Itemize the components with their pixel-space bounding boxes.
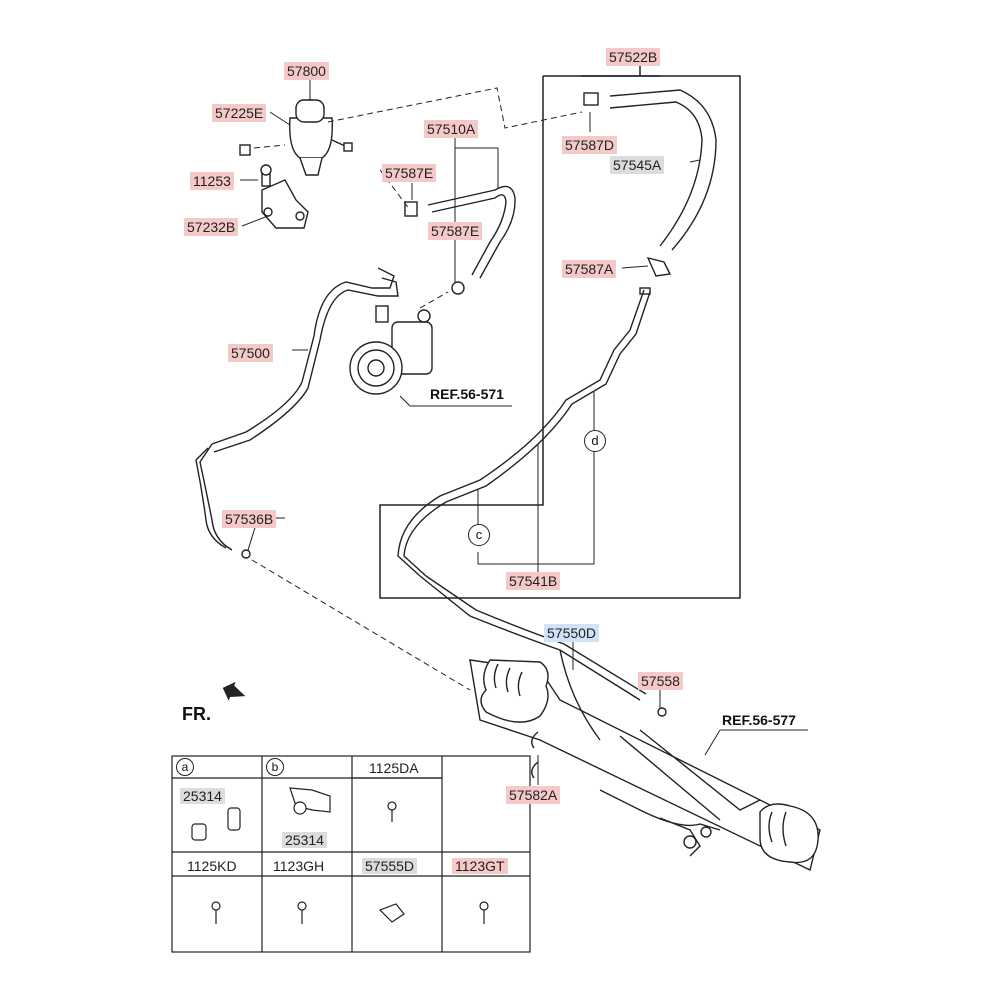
table-label-1125da[interactable]: 1125DA: [369, 760, 419, 776]
leader-lines: [240, 80, 808, 785]
callout-d: d: [584, 430, 606, 452]
callout-c: c: [468, 524, 490, 546]
part-label-57510a[interactable]: 57510A: [424, 120, 479, 138]
reservoir-assembly: [239, 99, 353, 229]
power-steering-pump: [349, 305, 433, 395]
table-part-icons: [191, 787, 489, 924]
table-label-57555d[interactable]: 57555D: [362, 858, 418, 874]
table-part-25314-b[interactable]: 25314: [282, 832, 327, 848]
part-label-57587a[interactable]: 57587A: [562, 260, 617, 278]
bolt-icon-1125da: [387, 801, 397, 811]
table-circle-a: a: [176, 758, 194, 776]
front-direction-label: FR.: [182, 704, 211, 724]
hose-group-box: [379, 58, 741, 599]
part-label-57582a[interactable]: 57582A: [506, 786, 561, 804]
suction-hose: [404, 185, 516, 295]
part-label-57536b[interactable]: 57536B: [222, 510, 277, 528]
part-label-57500[interactable]: 57500: [228, 344, 273, 362]
part-label-57550d[interactable]: 57550D: [544, 624, 600, 642]
bolt-icon-1123gt: [479, 901, 489, 911]
bushing-icon: [293, 801, 307, 815]
table-part-25314-a[interactable]: 25314: [180, 788, 225, 804]
part-label-57545a[interactable]: 57545A: [610, 156, 665, 174]
table-label-1125kd[interactable]: 1125KD: [187, 858, 237, 874]
ref-56-571[interactable]: REF.56-571: [430, 386, 504, 402]
ref-56-577[interactable]: REF.56-577: [722, 712, 796, 728]
front-direction-arrow: [222, 681, 246, 701]
table-label-1123gh[interactable]: 1123GH: [273, 858, 325, 874]
part-label-57225e[interactable]: 57225E: [212, 104, 267, 122]
pressure-hose: [195, 267, 399, 559]
steering-gear: [469, 659, 821, 872]
bolt-icon-1123gh: [297, 901, 307, 911]
part-label-57800[interactable]: 57800: [284, 62, 329, 80]
part-label-57541b[interactable]: 57541B: [506, 572, 561, 590]
part-label-57587e-bottom[interactable]: 57587E: [428, 222, 483, 240]
bolt-icon-1125kd: [211, 901, 221, 911]
clip-icon: [227, 807, 241, 831]
gear-feed-lines: [419, 575, 647, 741]
grommet-icon: [191, 823, 207, 841]
fastener-table: [171, 755, 531, 953]
part-label-11253[interactable]: 11253: [190, 172, 234, 190]
part-label-57522b[interactable]: 57522B: [606, 48, 661, 66]
table-circle-b: b: [266, 758, 284, 776]
part-label-57587e-top[interactable]: 57587E: [382, 164, 437, 182]
table-label-1123gt[interactable]: 1123GT: [452, 858, 508, 874]
return-hose: [583, 89, 717, 277]
part-label-57587d[interactable]: 57587D: [562, 136, 618, 154]
return-tube: [397, 287, 651, 577]
nut-icon-57555d: [378, 903, 405, 923]
part-label-57232b[interactable]: 57232B: [184, 218, 239, 236]
part-label-57558[interactable]: 57558: [638, 672, 683, 690]
